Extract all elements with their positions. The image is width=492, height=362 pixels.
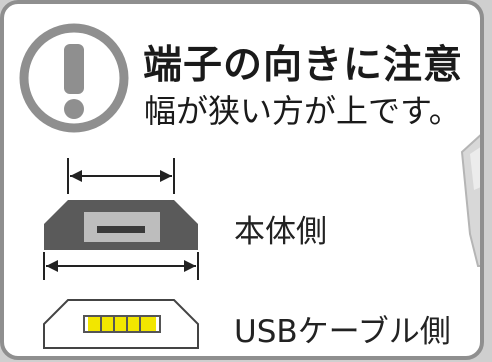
connector-diagram [43, 134, 480, 349]
device-corner [460, 134, 480, 267]
exclamation-circle-icon [19, 23, 129, 133]
bottom-width-dimension [43, 252, 199, 280]
page-title: 端子の向きに注意 [143, 43, 464, 88]
micro-usb-plug-icon [43, 299, 199, 349]
top-width-dimension [67, 158, 175, 194]
micro-usb-port-icon [44, 200, 198, 250]
body-side-label: 本体側 [234, 214, 327, 250]
page-subtitle: 幅が狭い方が上です。 [144, 92, 461, 130]
notice-panel: 端子の向きに注意 幅が狭い方が上です。 [0, 0, 484, 360]
cable-side-label: USBケーブル側 [234, 314, 451, 350]
